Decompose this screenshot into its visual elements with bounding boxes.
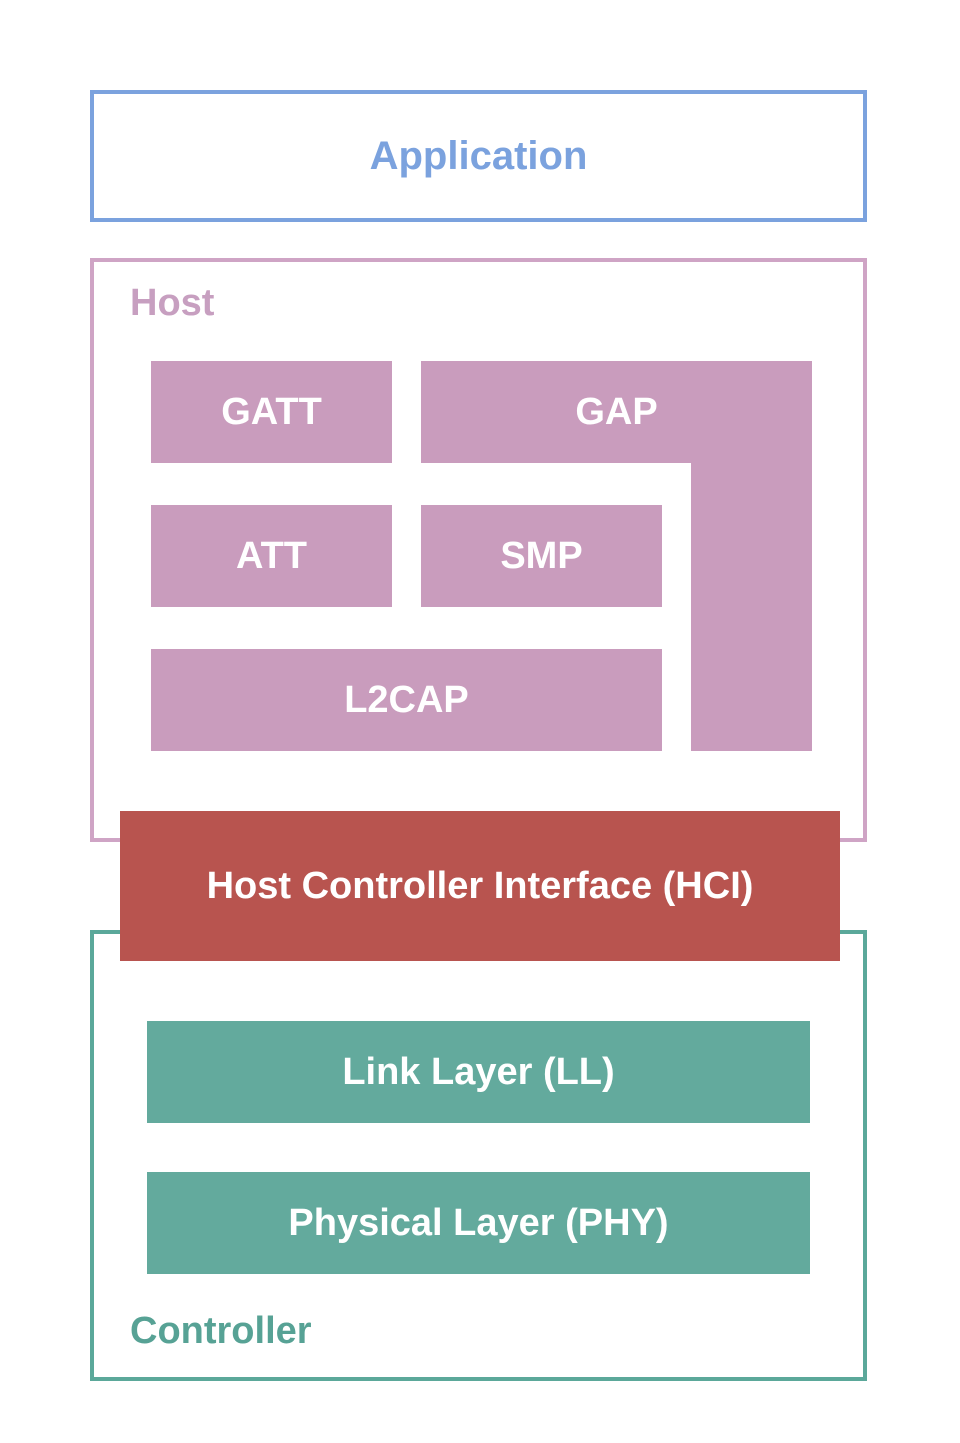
gap-block-extension [691, 462, 812, 751]
att-block: ATT [151, 505, 392, 607]
l2cap-label: L2CAP [344, 678, 469, 721]
gap-block: GAP [421, 361, 812, 463]
gatt-label: GATT [221, 390, 322, 433]
gap-label: GAP [575, 390, 658, 433]
att-label: ATT [235, 534, 308, 577]
link-layer-block: Link Layer (LL) [147, 1021, 810, 1123]
hci-block: Host Controller Interface (HCI) [120, 811, 840, 961]
physical-layer-block: Physical Layer (PHY) [147, 1172, 810, 1274]
controller-label: Controller [130, 1310, 312, 1352]
hci-label: Host Controller Interface (HCI) [206, 864, 754, 907]
host-box: Host GATT GAP ATT SMP L2CAP [90, 258, 867, 842]
smp-label: SMP [500, 534, 583, 577]
link-layer-label: Link Layer (LL) [342, 1050, 615, 1093]
physical-layer-label: Physical Layer (PHY) [288, 1201, 669, 1244]
smp-block: SMP [421, 505, 662, 607]
controller-box: Link Layer (LL) Physical Layer (PHY) Con… [90, 930, 867, 1381]
l2cap-block: L2CAP [151, 649, 662, 751]
host-label: Host [130, 282, 215, 324]
gatt-block: GATT [151, 361, 392, 463]
application-label: Application [369, 133, 588, 178]
application-box: Application [90, 90, 867, 222]
